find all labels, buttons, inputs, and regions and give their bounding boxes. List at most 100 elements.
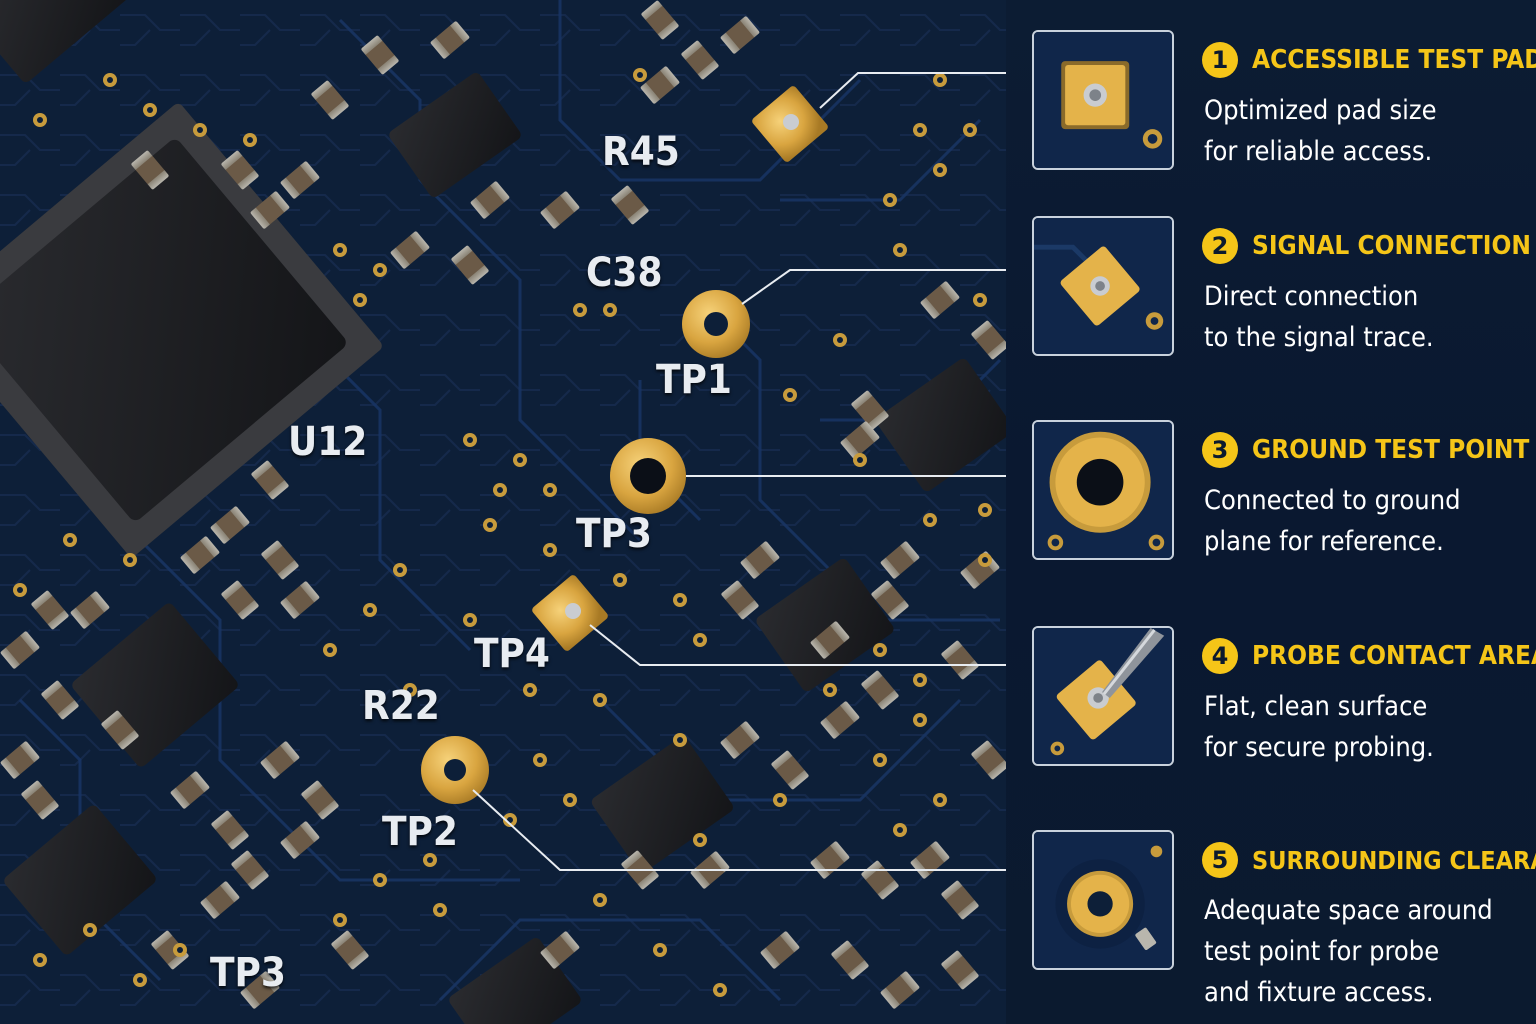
via-hole [827, 687, 833, 693]
thumb-1 [1032, 30, 1174, 170]
thumb-2 [1032, 216, 1174, 356]
number-badge: 2 [1202, 228, 1238, 264]
smd-component [250, 191, 290, 229]
desc-line: test point for probe [1204, 936, 1440, 967]
via-hole [837, 337, 843, 343]
via-hole [527, 687, 533, 693]
via-hole [677, 737, 683, 743]
via-hole [247, 137, 253, 143]
callout-description: Optimized pad size for reliable access. [1204, 90, 1524, 172]
smd-component [720, 16, 760, 54]
smd-component [771, 750, 809, 790]
via-hole [977, 297, 983, 303]
thumb-3 [1032, 420, 1174, 560]
via-hole [917, 677, 923, 683]
number-badge: 1 [1202, 42, 1238, 78]
callout-3: 3 GROUND TEST POINT Connected to ground … [1006, 420, 1536, 570]
label-tp4: TP4 [474, 631, 550, 677]
smd-component [361, 35, 399, 75]
smd-component [941, 880, 979, 920]
label-r22: R22 [362, 683, 440, 729]
callout-1: 1 ACCESSIBLE TEST PAD Optimized pad size… [1006, 30, 1536, 180]
smd-component [151, 930, 189, 970]
smd-component [101, 710, 139, 750]
via-hole [127, 557, 133, 563]
via-hole [982, 507, 988, 513]
via-hole [857, 457, 863, 463]
smd-component [211, 810, 249, 850]
via-hole [547, 487, 553, 493]
via-hole [617, 577, 623, 583]
via-hole [887, 197, 893, 203]
smd-component [131, 150, 169, 190]
label-tp3-lower: TP3 [210, 950, 286, 996]
top-left-chip [0, 0, 131, 83]
label-tp2: TP2 [382, 809, 458, 855]
smd-component [920, 281, 960, 319]
smd-component [971, 740, 1009, 780]
smd-component [280, 161, 320, 199]
smd-component [221, 580, 259, 620]
via-hole [367, 607, 373, 613]
via-hole [397, 567, 403, 573]
via-hole [327, 647, 333, 653]
smd-component [170, 771, 210, 809]
smd-component [880, 971, 920, 1009]
via-hole [917, 127, 923, 133]
desc-line: Adequate space around [1204, 895, 1493, 926]
smd-component [210, 506, 250, 544]
thumb-5 [1032, 830, 1174, 970]
via-hole [897, 827, 903, 833]
via-hole [637, 72, 643, 78]
callout-description: Flat, clean surface for secure probing. [1204, 686, 1524, 768]
desc-line: for secure probing. [1204, 732, 1434, 763]
smd-component [41, 680, 79, 720]
via-hole [777, 797, 783, 803]
via-hole [37, 957, 43, 963]
smd-component [200, 881, 240, 919]
smd-component [301, 780, 339, 820]
via-hole [547, 547, 553, 553]
desc-line: plane for reference. [1204, 526, 1444, 557]
via-hole [67, 537, 73, 543]
smd-component [451, 245, 489, 285]
via-hole [897, 247, 903, 253]
probe-icon [1034, 628, 1172, 764]
square-pad-icon [1034, 32, 1172, 168]
via-hole [877, 647, 883, 653]
callout-5-header: 5 SURROUNDING CLEARANCE [1202, 840, 1536, 880]
smd-component [640, 66, 680, 104]
smd-component [251, 460, 289, 500]
via-hole [197, 127, 203, 133]
callout-title: ACCESSIBLE TEST PAD [1252, 45, 1536, 75]
smd-component [0, 631, 40, 669]
via-hole [407, 687, 413, 693]
smd-component [941, 640, 979, 680]
callout-1-header: 1 ACCESSIBLE TEST PAD [1202, 40, 1536, 80]
desc-line: to the signal trace. [1204, 322, 1434, 353]
callout-2-header: 2 SIGNAL CONNECTION [1202, 226, 1531, 266]
via-hole [787, 392, 793, 398]
via-hole [107, 77, 113, 83]
smd-component [941, 950, 979, 990]
smd-component [260, 741, 300, 779]
smd-component [240, 971, 280, 1009]
smd-component [280, 581, 320, 619]
smd-component [720, 721, 760, 759]
via-hole [137, 977, 143, 983]
desc-line: Optimized pad size [1204, 95, 1437, 126]
via-hole [377, 267, 383, 273]
label-tp1: TP1 [656, 357, 732, 403]
via-hole [337, 917, 343, 923]
smd-component [0, 741, 40, 779]
label-r45: R45 [602, 129, 680, 175]
desc-line: Direct connection [1204, 281, 1419, 312]
callout-4: 4 PROBE CONTACT AREA Flat, clean surface… [1006, 626, 1536, 776]
via-hole [577, 307, 583, 313]
via-hole [967, 127, 973, 133]
via-hole [147, 107, 153, 113]
via-hole [927, 517, 933, 523]
via-hole [467, 437, 473, 443]
number-badge: 5 [1202, 842, 1238, 878]
via-hole [717, 987, 723, 993]
